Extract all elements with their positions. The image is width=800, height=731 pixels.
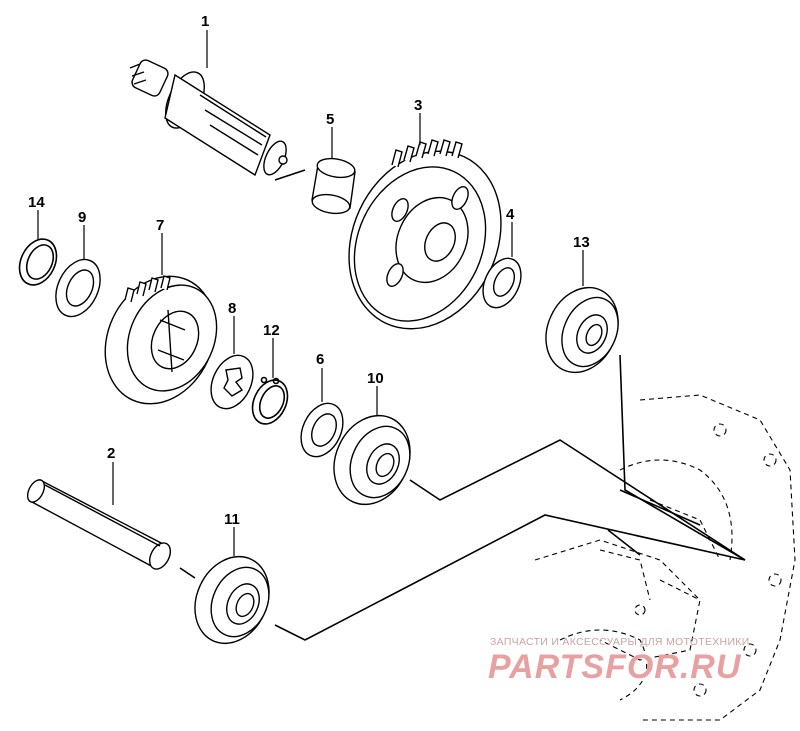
part-3-large-gear (348, 139, 502, 330)
callout-8: 8 (228, 300, 236, 317)
part-11-bearing (194, 555, 270, 645)
part-2-pin (26, 479, 172, 570)
callout-3: 3 (414, 97, 422, 114)
watermark-tagline: ЗАПЧАСТИ И АКСЕССУАРЫ ДЛЯ МОТОТЕХНИКИ (490, 636, 750, 648)
callout-4: 4 (506, 206, 515, 223)
callout-12: 12 (263, 322, 280, 339)
callout-5: 5 (326, 111, 334, 128)
watermark-logo: PARTSFOR.RU (488, 648, 742, 686)
callout-leaders (37, 30, 584, 556)
part-9-washer (55, 258, 101, 318)
callout-13: 13 (573, 234, 590, 251)
callout-1: 1 (201, 13, 209, 30)
callout-11: 11 (224, 511, 240, 528)
callout-labels: 1 2 3 4 5 6 7 8 9 10 11 12 13 14 (28, 13, 590, 528)
part-14-circlip (18, 238, 58, 286)
part-12-snap-ring (251, 376, 289, 425)
part-7-gear (104, 275, 218, 405)
callout-9: 9 (78, 209, 86, 226)
part-10-bearing (333, 414, 411, 506)
part-6-washer (300, 402, 344, 458)
callout-7: 7 (156, 217, 164, 234)
callout-10: 10 (367, 370, 384, 387)
part-5-bushing (311, 157, 356, 215)
part-8-lock-washer (210, 354, 254, 410)
callout-2: 2 (107, 445, 115, 462)
callout-6: 6 (316, 351, 324, 368)
crankcase-housing (534, 394, 796, 721)
part-4-washer (482, 257, 522, 309)
part-1-shaft (129, 59, 288, 177)
assembly-leader-lines (179, 169, 746, 641)
part-13-bearing (545, 286, 619, 374)
callout-14: 14 (28, 194, 45, 211)
